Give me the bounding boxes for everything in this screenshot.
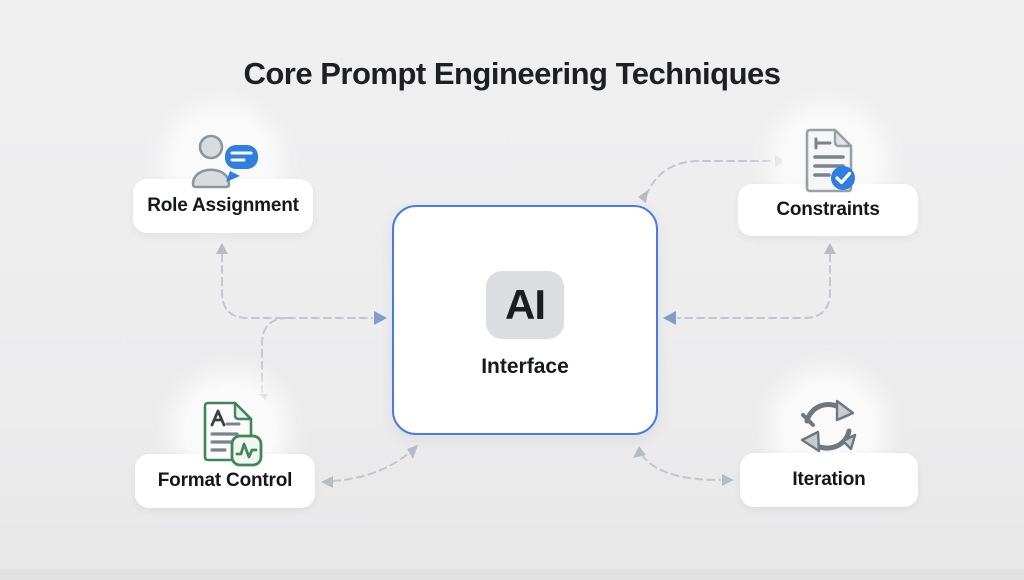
center-node-label: Interface [481, 355, 569, 378]
connector-right-junction [677, 253, 831, 319]
bottom-edge-shadow [0, 569, 1024, 580]
cycle-arrows-icon [800, 399, 857, 453]
node-constraints: Constraints [738, 184, 918, 236]
document-format-icon [203, 401, 263, 467]
node-format-control: Format Control [135, 454, 315, 508]
node-label: Format Control [157, 470, 293, 491]
node-label: Role Assignment [147, 195, 299, 216]
connector-left-junction [221, 253, 373, 319]
person-chat-icon [191, 134, 258, 189]
page-title: Core Prompt Engineering Techniques [243, 56, 781, 91]
node-ai-interface: AI Interface [392, 205, 658, 435]
connector-left-branch-down [261, 317, 289, 393]
node-role-assignment: Role Assignment [133, 179, 313, 233]
arrowheads [216, 155, 836, 488]
node-label: Constraints [776, 199, 880, 220]
node-label: Iteration [792, 469, 866, 490]
connector-constraints-corner [645, 160, 774, 197]
ai-badge: AI [486, 271, 564, 339]
connector-iteration-corner [641, 454, 721, 481]
connector-format-corner [332, 452, 410, 482]
document-check-icon [805, 128, 855, 193]
node-iteration: Iteration [740, 453, 918, 507]
